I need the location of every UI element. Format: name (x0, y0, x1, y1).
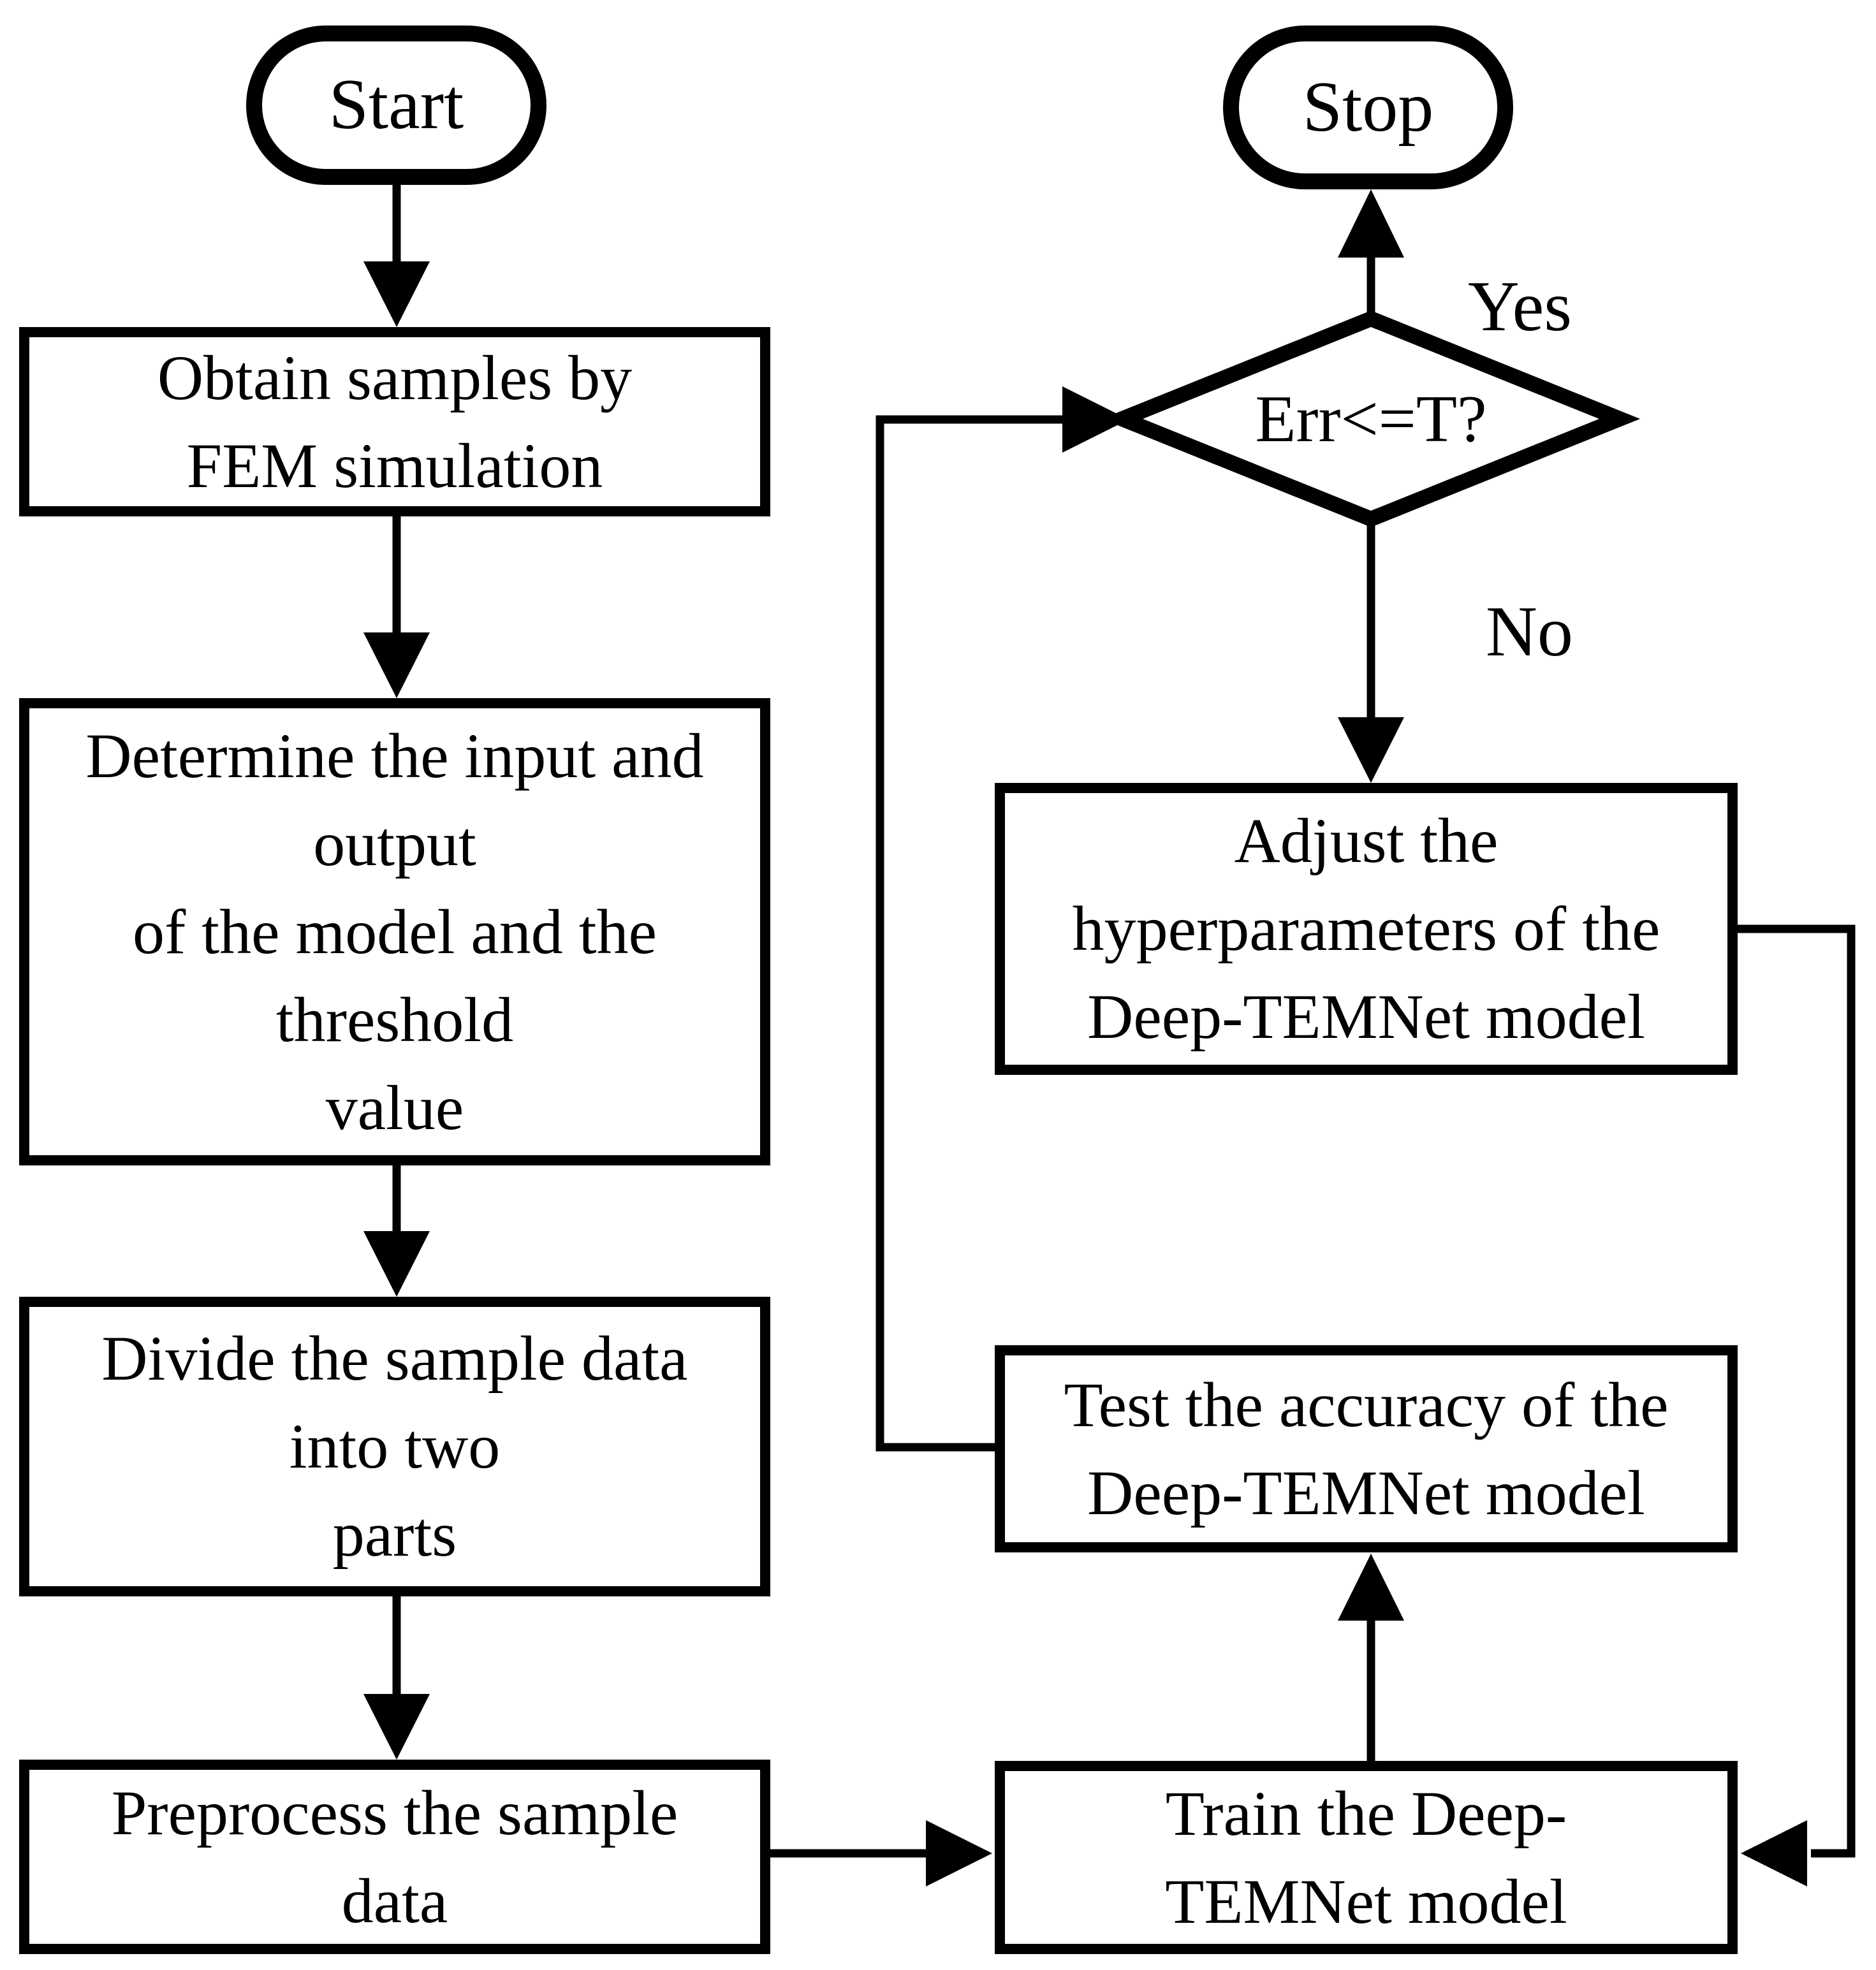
arrow-obtain-to-determine (363, 514, 430, 698)
preprocess-box: Preprocess the sample data (19, 1760, 770, 1954)
adjust-hyperparameters-box: Adjust the hyperparameters of the Deep-T… (995, 783, 1738, 1075)
arrow-divide-to-preprocess (363, 1594, 430, 1760)
train-model-box: Train the Deep- TEMNet model (995, 1761, 1738, 1954)
arrow-test-to-decision-loop (876, 386, 1129, 1452)
start-terminator: Start (246, 26, 546, 185)
arrow-decision-to-stop-yes (1338, 189, 1404, 320)
arrow-start-to-obtain (363, 184, 430, 327)
obtain-samples-box: Obtain samples by FEM simulation (19, 327, 770, 516)
arrow-train-to-test (1338, 1554, 1404, 1761)
edge-label-yes: Yes (1468, 267, 1572, 346)
decision-diamond-label: Err<=T? (1255, 381, 1487, 456)
arrow-determine-to-divide (363, 1163, 430, 1297)
arrow-preprocess-to-train (768, 1820, 992, 1886)
edge-label-no: No (1486, 592, 1573, 671)
determine-io-box: Determine the input and output of the mo… (19, 698, 770, 1165)
arrow-adjust-to-train-loop (1738, 924, 1856, 1886)
stop-terminator: Stop (1223, 26, 1513, 189)
divide-data-box: Divide the sample data into two parts (19, 1297, 770, 1596)
arrow-decision-to-adjust-no (1338, 518, 1404, 783)
test-accuracy-box: Test the accuracy of the Deep-TEMNet mod… (995, 1345, 1738, 1552)
